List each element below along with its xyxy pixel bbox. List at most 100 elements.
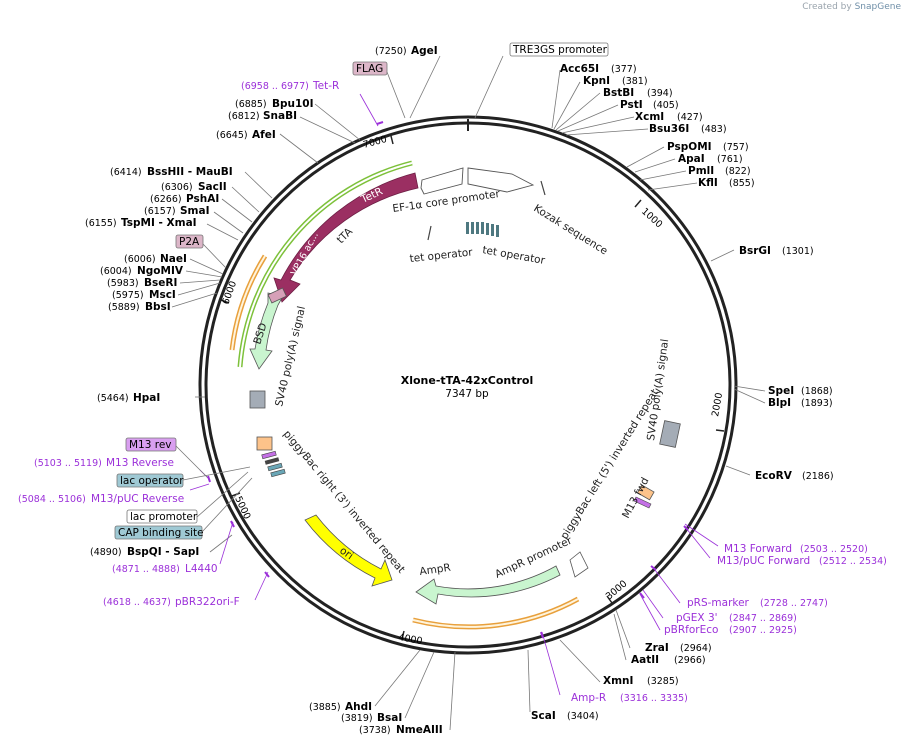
- site-smai: SmaI: [180, 205, 210, 217]
- tet-operator-label-2: tet operator: [481, 244, 546, 267]
- p2a-label-box: [175, 234, 204, 249]
- svg-text:(5889): (5889): [108, 302, 140, 313]
- tick-label-3000: 3000: [604, 578, 630, 602]
- site-pshai: PshAI: [186, 193, 219, 205]
- ef1a-left-arrow: [420, 167, 464, 195]
- site-labels-left: (7250) AgeI (6885) Bpu10I (6812) SnaBI (…: [85, 45, 443, 736]
- credit-prefix: Created by: [802, 2, 852, 12]
- m13-fwd-box: [633, 496, 652, 509]
- svg-text:(1868): (1868): [801, 386, 833, 397]
- site-psti: PstI: [620, 99, 643, 111]
- tet-operator-array: [466, 222, 499, 237]
- site-bpu10i: Bpu10I: [272, 98, 314, 110]
- plasmid-length: 7347 bp: [445, 388, 489, 400]
- tick-label-4000: 4000: [397, 632, 423, 647]
- pb-right-box: [256, 436, 273, 451]
- site-xcmi: XcmI: [635, 111, 664, 123]
- site-leader-lines: [171, 55, 766, 731]
- svg-text:(6157): (6157): [144, 206, 176, 217]
- site-zrai: ZraI: [645, 642, 669, 654]
- site-bstbi: BstBI: [603, 87, 634, 99]
- site-kpni: KpnI: [583, 75, 610, 87]
- svg-text:(5975): (5975): [112, 290, 144, 301]
- m13rev-label: M13 rev: [129, 439, 172, 451]
- svg-text:(405): (405): [653, 100, 679, 111]
- tick-label-1000: 1000: [639, 206, 664, 230]
- site-ahdi: AhdI: [345, 701, 372, 713]
- ampr-promoter-label: AmpR promoter: [493, 534, 574, 580]
- site-bsshii-maubi: BssHII - MauBI: [147, 166, 233, 178]
- svg-text:(6414): (6414): [110, 167, 142, 178]
- site-snabi: SnaBI: [263, 110, 297, 122]
- site-apai: ApaI: [678, 153, 705, 165]
- tick-label-2000: 2000: [710, 392, 725, 418]
- kozak-label: Kozak sequence: [531, 202, 609, 257]
- lac-operator-box: [116, 473, 184, 488]
- svg-text:(2503 .. 2520): (2503 .. 2520): [800, 544, 868, 555]
- svg-text:(381): (381): [622, 76, 648, 87]
- svg-text:(6266): (6266): [150, 194, 182, 205]
- svg-text:(2186): (2186): [802, 471, 834, 482]
- ef1a-right-arrow: [467, 167, 535, 193]
- lac-promoter-label: lac promoter: [130, 511, 198, 523]
- primer-tet-r: Tet-R: [312, 80, 339, 92]
- tre3gs-box: [509, 42, 609, 57]
- tre3gs-label: TRE3GS promoter: [512, 44, 608, 56]
- tet-operator-label-1: tet operator: [409, 246, 474, 265]
- site-bseri: BseRI: [144, 277, 177, 289]
- svg-text:(4618 .. 4637): (4618 .. 4637): [103, 597, 171, 608]
- svg-text:(5084 .. 5106): (5084 .. 5106): [18, 494, 86, 505]
- site-hpai: HpaI: [133, 392, 160, 404]
- site-blpi: BlpI: [768, 397, 791, 409]
- ampr-promoter-box: [569, 551, 589, 578]
- primer-labels: (6958 .. 6977) Tet-R (5103 .. 5119) M13 …: [18, 80, 887, 704]
- svg-text:(6004): (6004): [100, 266, 132, 277]
- cap-site-label: CAP binding site: [118, 527, 204, 539]
- m13rev-box: [125, 437, 177, 452]
- backbone-outer: [198, 115, 738, 655]
- site-pmli: PmlI: [688, 165, 714, 177]
- site-bsu36i: Bsu36I: [649, 123, 689, 135]
- primer-m13-forward: M13 Forward: [724, 543, 792, 555]
- svg-text:(5464): (5464): [97, 393, 129, 404]
- svg-text:(483): (483): [701, 124, 727, 135]
- site-afei: AfeI: [252, 129, 276, 141]
- svg-text:(6958 .. 6977): (6958 .. 6977): [241, 81, 309, 92]
- svg-text:(3885): (3885): [309, 702, 341, 713]
- svg-text:(7250): (7250): [375, 46, 407, 57]
- sv40-right-box: [659, 420, 681, 448]
- credit-brand: SnapGene: [854, 2, 901, 12]
- svg-text:(3316 .. 3335): (3316 .. 3335): [620, 693, 688, 704]
- svg-text:(5103 .. 5119): (5103 .. 5119): [34, 458, 102, 469]
- site-naei: NaeI: [160, 253, 187, 265]
- site-ngomiv: NgoMIV: [137, 265, 184, 277]
- site-agei: AgeI: [411, 45, 438, 57]
- svg-text:(427): (427): [677, 112, 703, 123]
- flag-box: [352, 61, 388, 76]
- svg-text:(6885): (6885): [235, 99, 267, 110]
- svg-text:(6812): (6812): [228, 111, 260, 122]
- site-xmni: XmnI: [603, 675, 633, 687]
- site-tspmi-xmai: TspMI - XmaI: [121, 217, 197, 229]
- tetr-arrow: [273, 172, 419, 303]
- tick-label-6000: 6000: [220, 280, 239, 306]
- primer-pbr322ori-f: pBR322ori-F: [175, 596, 240, 608]
- site-kfli: KflI: [698, 177, 718, 189]
- primer-l4440: L4440: [185, 563, 218, 575]
- bsd-arrow: [249, 292, 284, 370]
- site-spei: SpeI: [768, 385, 794, 397]
- site-labels-right: ScaI (3404) XmnI (3285) ZraI (2964) AatI…: [531, 63, 834, 722]
- svg-text:(4890): (4890): [90, 547, 122, 558]
- svg-text:(5983): (5983): [107, 278, 139, 289]
- primer-binding-marks: [207, 121, 689, 639]
- primer-amp-r: Amp-R: [571, 692, 606, 704]
- primer-m13-reverse: M13 Reverse: [106, 457, 174, 469]
- svg-text:(757): (757): [723, 142, 749, 153]
- site-nmeaiii: NmeAIII: [396, 724, 443, 736]
- svg-text:(6006): (6006): [124, 254, 156, 265]
- site-acc65i: Acc65I: [560, 63, 599, 75]
- site-sacii: SacII: [198, 181, 227, 193]
- site-bsai: BsaI: [377, 712, 402, 724]
- site-aatii: AatII: [631, 654, 659, 666]
